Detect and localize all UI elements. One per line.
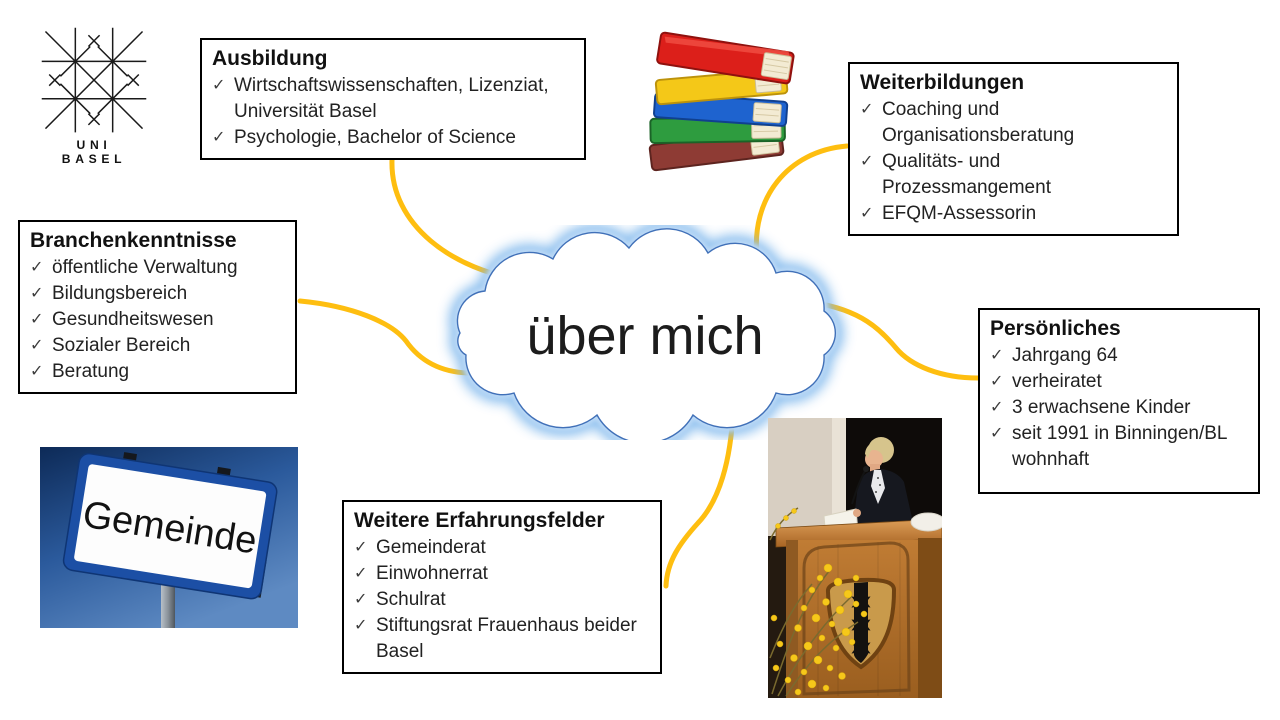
list-item-text: Qualitäts- und Prozessmangement xyxy=(882,151,1051,198)
list-item: ✓ Sozialer Bereich xyxy=(30,333,283,359)
book-stack xyxy=(648,31,795,172)
logo-text-basel: BASEL xyxy=(62,152,126,166)
podium-speaker-image xyxy=(768,418,942,698)
checkmark-icon: ✓ xyxy=(990,425,1004,442)
list-item-text: öffentliche Verwaltung xyxy=(52,257,238,278)
list-item: ✓ öffentliche Verwaltung xyxy=(30,255,283,281)
checkmark-icon: ✓ xyxy=(990,373,1004,390)
gemeinde-sign-image: Gemeinde xyxy=(40,447,298,628)
list-item-text: Schulrat xyxy=(376,589,446,610)
box-branchenkenntnisse: Branchenkenntnisse ✓ öffentliche Verwalt… xyxy=(18,220,297,394)
list-item-text: Stiftungsrat Frauenhaus beider Basel xyxy=(376,615,637,662)
gemeinde-sign: Gemeinde xyxy=(62,452,278,600)
checkmark-icon: ✓ xyxy=(990,347,1004,364)
box-item-list: ✓ öffentliche Verwaltung ✓ Bildungsberei… xyxy=(30,255,283,385)
checkmark-icon: ✓ xyxy=(860,205,874,222)
center-topic-label: über mich xyxy=(526,306,764,366)
checkmark-icon: ✓ xyxy=(354,617,368,634)
list-item: ✓ seit 1991 in Binningen/BL wohnhaft xyxy=(990,421,1246,473)
checkmark-icon: ✓ xyxy=(860,153,874,170)
list-item: ✓ Bildungsbereich xyxy=(30,281,283,307)
checkmark-icon: ✓ xyxy=(990,399,1004,416)
box-weitere-erfahrungsfelder: Weitere Erfahrungsfelder ✓ Gemeinderat ✓… xyxy=(342,500,662,674)
logo-text-uni: UNI xyxy=(77,138,112,152)
microphone-icon xyxy=(851,470,866,505)
forsythia-flowers xyxy=(769,507,868,697)
list-item: ✓ Einwohnerrat xyxy=(354,561,646,587)
list-item: ✓ Schulrat xyxy=(354,587,646,613)
connector-branchenkenntnisse xyxy=(297,298,471,376)
box-title: Weiterbildungen xyxy=(860,71,1025,94)
speaker xyxy=(823,437,916,539)
box-ausbildung: Ausbildung ✓ Wirtschaftswissenschaften, … xyxy=(200,38,586,160)
list-item-text: Gemeinderat xyxy=(376,537,486,558)
coat-of-arms xyxy=(825,577,897,670)
list-item-text: Jahrgang 64 xyxy=(1012,345,1118,366)
checkmark-icon: ✓ xyxy=(30,311,44,328)
checkmark-icon: ✓ xyxy=(354,591,368,608)
list-item: ✓ Wirtschaftswissenschaften, Lizenziat, … xyxy=(212,73,572,125)
books-image xyxy=(648,31,795,172)
uni-basel-logo: UNI BASEL xyxy=(41,27,147,166)
box-title: Ausbildung xyxy=(212,47,328,70)
cloud xyxy=(457,229,835,440)
list-item: ✓ 3 erwachsene Kinder xyxy=(990,395,1246,421)
white-bowl xyxy=(910,512,942,532)
list-item: ✓ Beratung xyxy=(30,359,283,385)
box-item-list: ✓ Jahrgang 64 ✓ verheiratet ✓ 3 erwachse… xyxy=(990,343,1246,473)
checkmark-icon: ✓ xyxy=(30,337,44,354)
logo-lattice xyxy=(41,27,147,133)
list-item: ✓ EFQM-Assessorin xyxy=(860,201,1159,227)
list-item-text: Einwohnerrat xyxy=(376,563,488,584)
list-item-text: EFQM-Assessorin xyxy=(882,203,1037,224)
connector-persoenliches xyxy=(812,300,981,381)
list-item: ✓ Stiftungsrat Frauenhaus beider Basel xyxy=(354,613,646,665)
box-persoenliches: Persönliches ✓ Jahrgang 64 ✓ verheiratet… xyxy=(978,308,1260,494)
list-item: ✓ Gemeinderat xyxy=(354,535,646,561)
list-item: ✓ verheiratet xyxy=(990,369,1246,395)
checkmark-icon: ✓ xyxy=(354,539,368,556)
box-title: Persönliches xyxy=(990,317,1121,340)
box-item-list: ✓ Gemeinderat ✓ Einwohnerrat ✓ Schulrat … xyxy=(354,535,646,665)
list-item-text: Wirtschaftswissenschaften, Lizenziat, Un… xyxy=(234,75,549,122)
checkmark-icon: ✓ xyxy=(860,101,874,118)
list-item: ✓ Qualitäts- und Prozessmangement xyxy=(860,149,1159,201)
checkmark-icon: ✓ xyxy=(30,363,44,380)
box-item-list: ✓ Wirtschaftswissenschaften, Lizenziat, … xyxy=(212,73,572,151)
list-item-text: Bildungsbereich xyxy=(52,283,188,304)
list-item: ✓ Psychologie, Bachelor of Science xyxy=(212,125,572,151)
checkmark-icon: ✓ xyxy=(30,259,44,276)
list-item-text: seit 1991 in Binningen/BL wohnhaft xyxy=(1012,423,1227,470)
dark-floor xyxy=(768,536,788,698)
list-item: ✓ Coaching und Organisationsberatung xyxy=(860,97,1159,149)
box-weiterbildungen: Weiterbildungen ✓ Coaching und Organisat… xyxy=(848,62,1179,236)
box-title: Branchenkenntnisse xyxy=(30,229,237,252)
list-item-text: Gesundheitswesen xyxy=(52,309,214,330)
connector-weitere xyxy=(663,407,736,589)
list-item-text: Beratung xyxy=(52,361,130,382)
checkmark-icon: ✓ xyxy=(212,77,226,94)
list-item-text: Coaching und Organisationsberatung xyxy=(882,99,1075,146)
box-title: Weitere Erfahrungsfelder xyxy=(354,509,605,532)
checkmark-icon: ✓ xyxy=(354,565,368,582)
list-item: ✓ Jahrgang 64 xyxy=(990,343,1246,369)
checkmark-icon: ✓ xyxy=(30,285,44,302)
checkmark-icon: ✓ xyxy=(212,129,226,146)
list-item-text: Sozialer Bereich xyxy=(52,335,191,356)
box-item-list: ✓ Coaching und Organisationsberatung ✓ Q… xyxy=(860,97,1159,227)
connector-weiterbildungen xyxy=(753,143,850,260)
list-item-text: 3 erwachsene Kinder xyxy=(1012,397,1191,418)
list-item: ✓ Gesundheitswesen xyxy=(30,307,283,333)
list-item-text: verheiratet xyxy=(1012,371,1102,392)
cloud-shape xyxy=(430,225,860,440)
list-item-text: Psychologie, Bachelor of Science xyxy=(234,127,516,148)
wall-column xyxy=(832,418,846,538)
